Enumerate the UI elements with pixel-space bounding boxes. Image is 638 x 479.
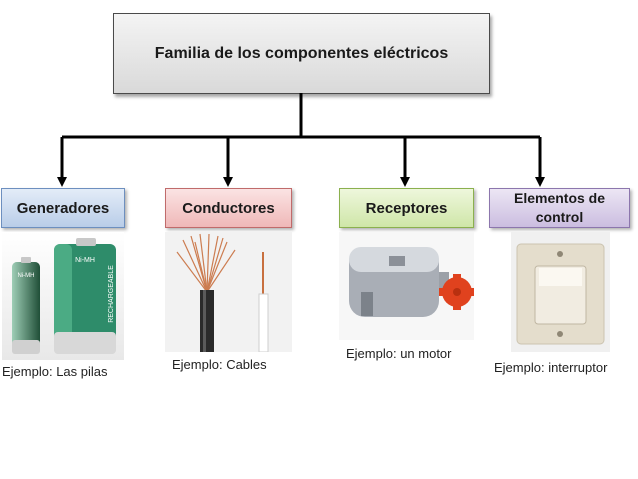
root-title: Familia de los componentes eléctricos [154,44,449,62]
switch-image [511,232,610,352]
batteries-image: Ni-MH Ni-MH RECHARGEABLE [2,232,124,360]
category-control: Elementos de control [489,188,630,228]
battery-brand-label: RECHARGEABLE [108,265,115,323]
category-conductores: Conductores [165,188,292,228]
caption-generadores: Ejemplo: Las pilas [2,364,108,379]
root-node: Familia de los componentes eléctricos [113,13,490,94]
battery-small-label: Ni-MH [18,273,35,279]
caption-conductores: Ejemplo: Cables [172,357,267,372]
category-label: Receptores [365,199,448,217]
batteries-illustration: Ni-MH Ni-MH RECHARGEABLE [12,238,116,354]
caption-receptores: Ejemplo: un motor [346,346,452,361]
cables-image [165,232,292,352]
category-generadores: Generadores [1,188,125,228]
motor-illustration [349,247,474,317]
category-receptores: Receptores [339,188,474,228]
category-label: Conductores [182,199,275,217]
category-label: Generadores [16,199,110,217]
switch-illustration [516,243,605,345]
caption-control: Ejemplo: interruptor [494,360,608,375]
category-label: Elementos de control [513,190,606,225]
motor-image [339,232,474,340]
cables-illustration [176,233,269,352]
battery-big-label: Ni-MH [75,257,95,264]
